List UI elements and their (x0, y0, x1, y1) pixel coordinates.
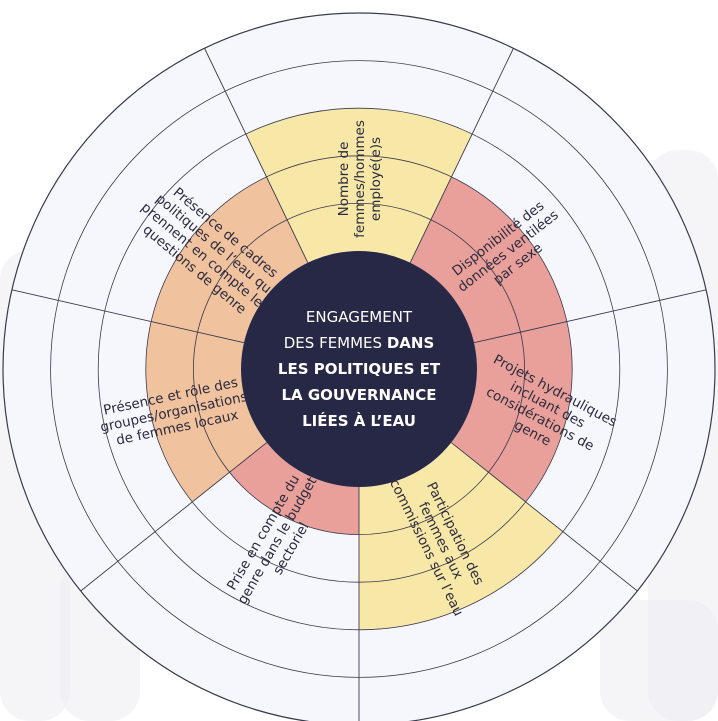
segment-fills (145, 108, 573, 630)
spoke-lines (11, 48, 707, 721)
spoke-1 (409, 48, 514, 263)
segment-fill-donnees (410, 176, 567, 343)
segment-fill-groupes (145, 321, 267, 502)
backdrop-shape-3 (600, 600, 718, 721)
spoke-2 (473, 289, 707, 344)
spoke-3 (450, 442, 638, 592)
segment-fill-cadres (151, 176, 308, 343)
center-title-line: LES POLITIQUES ET (278, 360, 441, 378)
center-hub: ENGAGEMENT DES FEMMES DANS LES POLITIQUES … (241, 251, 477, 487)
center-title: ENGAGEMENT DES FEMMES DANS LES POLITIQUES … (278, 308, 441, 430)
svg-text:Nombre defemmes/hommesemployé(: Nombre defemmes/hommesemployé(e)s (336, 120, 384, 238)
segment-label-line: employé(e)s (368, 137, 384, 221)
spoke-5 (80, 442, 268, 592)
center-title-line: LIÉES À L’EAU (302, 411, 416, 430)
ring-5 (2, 12, 716, 721)
segment-fill-budget (229, 442, 359, 535)
spoke-0 (204, 48, 309, 263)
segment-fill-commissions (359, 442, 563, 630)
segment-label-employes: Nombre defemmes/hommesemployé(e)s (336, 120, 384, 238)
spoke-6 (11, 289, 245, 344)
center-title-line: DES FEMMES DANS (284, 334, 435, 352)
center-circle (241, 251, 477, 487)
segment-fill-projets (451, 321, 573, 502)
center-title-line: LA GOUVERNANCE (281, 386, 436, 404)
center-title-line: ENGAGEMENT (306, 308, 413, 326)
segment-fill-employes (245, 108, 473, 263)
segment-label-line: femmes/hommes (352, 120, 368, 238)
segment-label-line: Nombre de (336, 142, 352, 217)
